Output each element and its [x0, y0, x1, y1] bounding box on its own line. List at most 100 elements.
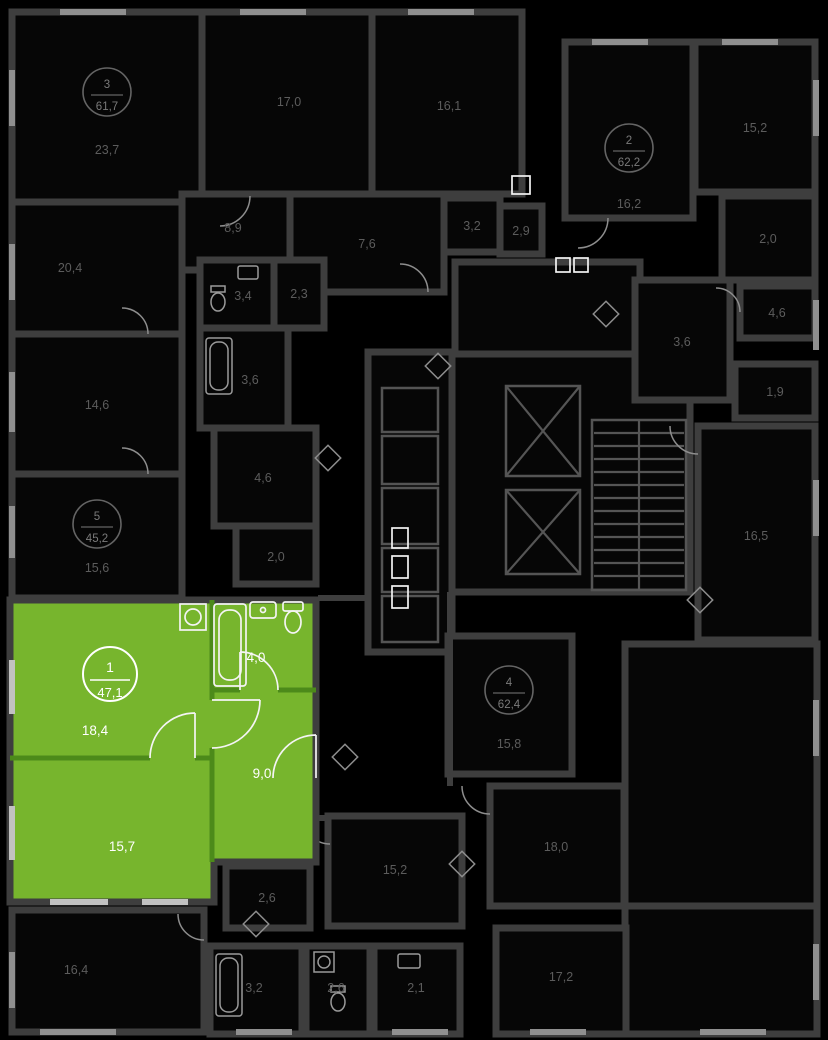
- window: [813, 300, 819, 350]
- apartment-badge-3[interactable]: 3 61,7: [82, 67, 132, 117]
- room-area-label: 17,2: [549, 970, 573, 984]
- window: [60, 9, 126, 15]
- washer-icon: [179, 603, 207, 631]
- elevator-shaft-2: [504, 488, 582, 576]
- room-area-label: 15,2: [383, 863, 407, 877]
- shaft-cell: [380, 486, 440, 546]
- window: [9, 952, 15, 1008]
- toilet-tank-icon: [210, 285, 226, 293]
- room-area-label: 4,6: [254, 471, 271, 485]
- selected-apartment[interactable]: 1 47,1 18,4 15,7 9,0 4,0: [6, 596, 320, 906]
- washer-drum-icon: [317, 955, 331, 969]
- selected-apartment-badge[interactable]: 1 47,1: [82, 646, 138, 702]
- window: [592, 39, 648, 45]
- room-area-label: 15,8: [497, 737, 521, 751]
- room-area-label: 2,1: [407, 981, 424, 995]
- door-arc-icon: [149, 712, 196, 759]
- room-area-label: 16,1: [437, 99, 461, 113]
- room-area-label: 2,0: [267, 550, 284, 564]
- room-area-label: 18,4: [82, 723, 109, 738]
- window: [236, 1029, 292, 1035]
- room-area-label: 17,0: [277, 95, 301, 109]
- apartment-badge-4[interactable]: 4 62,4: [484, 665, 534, 715]
- door-swing-icon: [424, 352, 452, 380]
- window: [9, 70, 15, 126]
- room-outline-left-a: [8, 198, 186, 338]
- shaft-cell: [380, 434, 440, 486]
- door-arc-icon: [177, 913, 205, 941]
- door-swing-icon: [314, 444, 342, 472]
- room-area-labels: 23,7 17,0 16,1 8,9 7,6 3,2 2,9 3,4 2,3 3…: [58, 95, 786, 995]
- toilet-icon: [210, 292, 226, 312]
- apartment-number: 3: [104, 79, 110, 91]
- room-outline-wc-a: [496, 202, 546, 258]
- washer-icon: [313, 951, 335, 973]
- room-outline-bath-a: [440, 194, 504, 256]
- window: [408, 9, 474, 15]
- washer-drum-icon: [184, 608, 202, 626]
- bathtub-inner-icon: [218, 609, 242, 681]
- apartment-total-area: 62,4: [498, 699, 521, 711]
- shaft-cell: [380, 594, 440, 644]
- window: [722, 39, 778, 45]
- gray-fixtures: [205, 265, 421, 1017]
- apartment-total-area: 62,2: [618, 157, 640, 169]
- room-area-label: 8,9: [224, 221, 241, 235]
- toilet-tank-icon: [330, 985, 346, 993]
- room-area-label: 2,6: [327, 981, 344, 995]
- room-area-label: 1,9: [766, 385, 783, 399]
- room-area-label: 4,0: [247, 650, 266, 665]
- room-outline-corridor-upper: [451, 258, 644, 358]
- room-outline-right-wardrobe: [718, 192, 819, 284]
- door-arc-icon: [211, 699, 261, 749]
- window: [40, 1029, 116, 1035]
- window: [9, 244, 15, 300]
- shaft-cell: [380, 386, 440, 434]
- windows: [9, 9, 819, 1035]
- elevator-x-icon: [505, 489, 581, 575]
- bathtub-icon: [213, 603, 247, 687]
- room-area-label: 16,4: [64, 963, 88, 977]
- elevator-shaft-1: [504, 384, 582, 478]
- badge-circle: [484, 665, 534, 715]
- riser-icon: [573, 257, 589, 273]
- room-area-label: 3,6: [241, 373, 258, 387]
- room-outline-shaft-column: [364, 348, 456, 656]
- apartment-badge-2[interactable]: 2 62,2: [604, 123, 654, 173]
- apartment-total-area: 47,1: [97, 685, 122, 700]
- room-outline-bottom-left: [8, 906, 208, 1036]
- room-area-label: 4,6: [768, 306, 785, 320]
- vertical-core: [380, 175, 688, 644]
- badge-circle: [82, 67, 132, 117]
- door-swing-icon: [331, 743, 359, 771]
- door-arc-icon: [461, 785, 491, 815]
- bathtub-inner-icon: [219, 957, 239, 1013]
- bathtub-icon: [215, 953, 243, 1017]
- room-outline-right-bottom: [621, 902, 821, 1038]
- apartment-number: 2: [626, 135, 632, 147]
- room-area-label: 3,2: [245, 981, 262, 995]
- door-swing-icon: [686, 586, 714, 614]
- window: [392, 1029, 448, 1035]
- riser-icon: [391, 555, 409, 579]
- door-arc-icon: [121, 307, 149, 335]
- door-swing-icon: [592, 300, 620, 328]
- selected-apartment-shape[interactable]: [6, 596, 320, 906]
- room-area-label: 15,6: [85, 561, 109, 575]
- room-area-label: 20,4: [58, 261, 82, 275]
- apartment-number: 5: [94, 511, 100, 523]
- room-outline-right-badge-room: [561, 38, 697, 222]
- apartment-badge-5[interactable]: 5 45,2: [72, 499, 122, 549]
- bathtub-icon: [205, 337, 233, 395]
- room-outline-center-room-15: [324, 812, 466, 930]
- room-area-label: 3,6: [673, 335, 690, 349]
- badge-circle: [72, 499, 122, 549]
- door-swing-icon: [448, 850, 476, 878]
- window: [530, 1029, 586, 1035]
- apartment-total-area: 61,7: [96, 101, 118, 113]
- room-outline-center-room-18: [486, 782, 628, 910]
- room-area-label: 18,0: [544, 840, 568, 854]
- window: [9, 506, 15, 558]
